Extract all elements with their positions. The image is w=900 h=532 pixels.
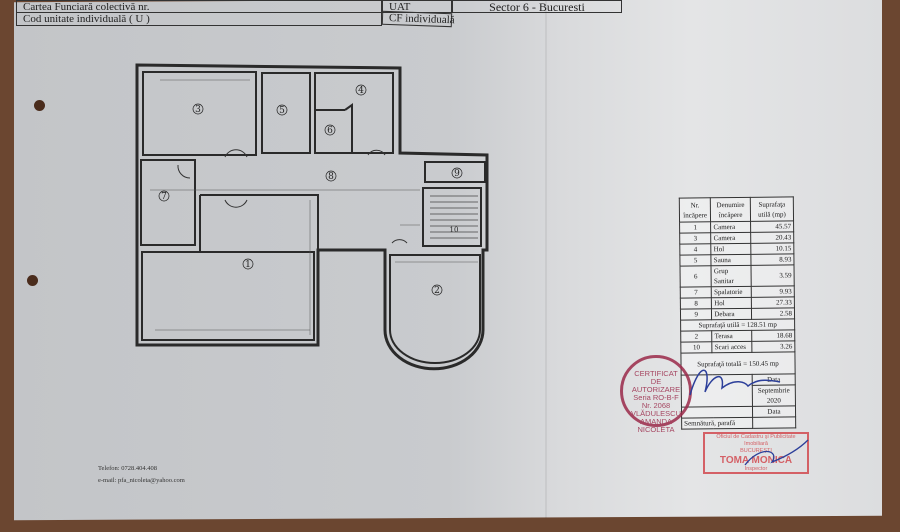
svg-text:1: 1 (245, 260, 251, 270)
svg-text:10: 10 (450, 226, 459, 234)
grand-total: Suprafaţă totală = 150.45 mp (680, 351, 796, 376)
room-marker-1: 1 (242, 258, 254, 270)
col-header-area: Suprafaţa utilă (mp) (750, 196, 794, 222)
punch-hole (34, 100, 45, 111)
punch-hole (27, 275, 38, 286)
contact-phone: Telefon: 0728.404.408 (98, 465, 157, 472)
svg-text:7: 7 (161, 192, 167, 202)
svg-text:6: 6 (327, 126, 333, 136)
fold-line (545, 0, 547, 518)
room-marker-2: 2 (431, 284, 443, 296)
svg-text:5: 5 (279, 106, 285, 116)
room-marker-7: 7 (158, 190, 170, 202)
room-marker-9: 9 (451, 167, 463, 179)
svg-text:4: 4 (358, 86, 364, 96)
col-header-nr: Nr. încăpere (679, 197, 711, 223)
room-marker-8: 8 (325, 170, 337, 182)
contact-email: e-mail: pfa_nicoleta@yahoo.com (98, 477, 185, 484)
room-marker-5: 5 (276, 104, 288, 116)
unit-code-label: Cod unitate individuală ( U ) (16, 12, 382, 26)
room-marker-6: 6 (324, 124, 336, 136)
col-header-name: Denumire încăpere (710, 197, 751, 222)
uat-value: Sector 6 - Bucuresti (452, 0, 622, 13)
date-value: Septembrie 2020 (752, 384, 796, 407)
date-label: Data (752, 373, 796, 386)
uat-label: UAT (382, 0, 452, 13)
date-label-2: Data (752, 405, 796, 418)
area-table: Nr. încăpere Denumire încăpere Suprafaţa… (678, 196, 797, 430)
room-marker-10: 10 (450, 226, 459, 234)
room-marker-3: 3 (192, 103, 204, 115)
cadastre-office-stamp: Oficiul de Cadastru şi Publicitate Imobi… (703, 432, 809, 474)
svg-text:3: 3 (195, 105, 201, 115)
svg-text:2: 2 (434, 286, 440, 296)
svg-text:8: 8 (328, 172, 334, 182)
svg-text:9: 9 (454, 169, 460, 179)
signature-row: Semnătură, parafă (681, 417, 753, 430)
room-marker-4: 4 (355, 84, 367, 96)
